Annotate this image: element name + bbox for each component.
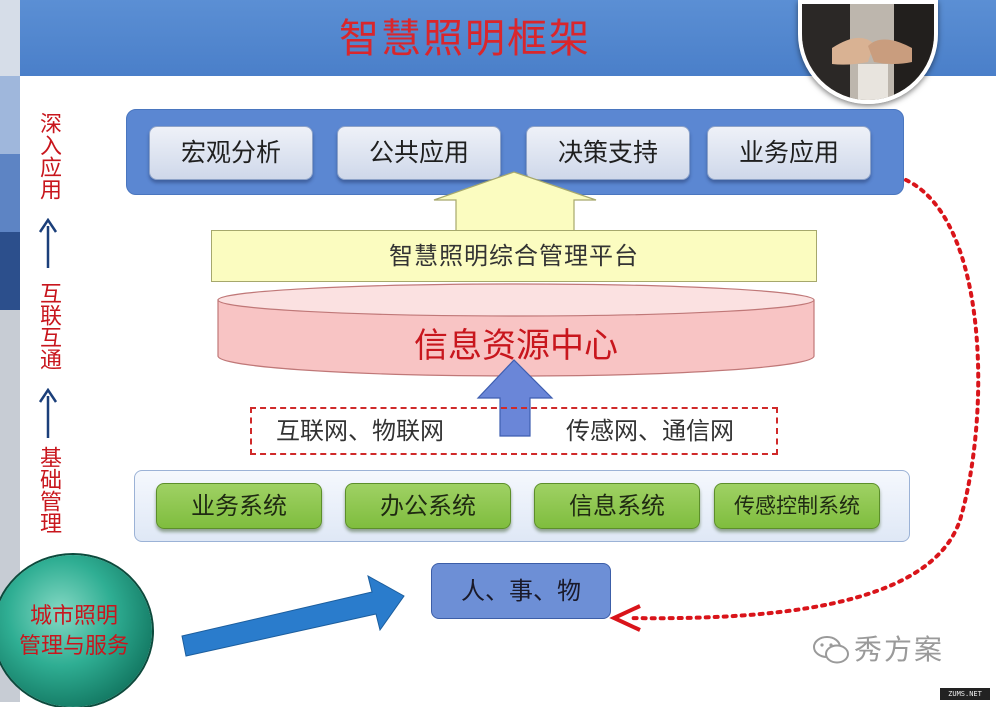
network-layer-box bbox=[250, 407, 778, 455]
network-internet-iot: 互联网、物联网 bbox=[276, 417, 444, 445]
wechat-icon bbox=[813, 636, 849, 664]
network-up-arrow bbox=[476, 359, 554, 437]
side-label-interconnect: 互联互通 bbox=[36, 282, 61, 370]
handshake-photo-icon bbox=[798, 0, 938, 104]
app-macro-analysis[interactable]: 宏观分析 bbox=[149, 126, 313, 180]
city-globe-icon bbox=[0, 555, 152, 707]
left-decor-stripe-segment bbox=[0, 154, 20, 232]
corner-tag: ZUMS.NET bbox=[940, 688, 990, 700]
watermark-text: 秀方案 bbox=[854, 633, 945, 666]
resource-center-label: 信息资源中心 bbox=[414, 326, 618, 366]
system-sensor-control[interactable]: 传感控制系统 bbox=[714, 483, 880, 529]
up-arrow-icon bbox=[38, 388, 58, 438]
left-decor-stripe-segment bbox=[0, 232, 20, 310]
system-office[interactable]: 办公系统 bbox=[345, 483, 511, 529]
foundation-people-events-things[interactable]: 人、事、物 bbox=[431, 563, 611, 619]
system-business[interactable]: 业务系统 bbox=[156, 483, 322, 529]
city-to-foundation-arrow bbox=[181, 575, 405, 657]
page-title: 智慧照明框架 bbox=[339, 16, 591, 62]
side-label-deep-application: 深入应用 bbox=[36, 112, 61, 200]
app-decision-support[interactable]: 决策支持 bbox=[526, 126, 690, 180]
resource-center-cylinder bbox=[217, 283, 815, 377]
feedback-arrowhead bbox=[609, 604, 641, 632]
feedback-dotted-curve bbox=[626, 178, 981, 621]
app-public-application[interactable]: 公共应用 bbox=[337, 126, 501, 180]
network-sensor-communication: 传感网、通信网 bbox=[566, 417, 734, 445]
side-label-basic-management: 基础管理 bbox=[36, 446, 61, 534]
up-arrow-icon bbox=[38, 218, 58, 268]
app-business-application[interactable]: 业务应用 bbox=[707, 126, 871, 180]
city-lighting-service-label: 城市照明 管理与服务 bbox=[18, 604, 129, 659]
left-decor-stripe-segment bbox=[0, 76, 20, 154]
platform-up-arrow bbox=[433, 171, 597, 233]
system-information[interactable]: 信息系统 bbox=[534, 483, 700, 529]
watermark: 秀方案 bbox=[812, 630, 982, 670]
management-platform[interactable]: 智慧照明综合管理平台 bbox=[211, 230, 817, 282]
